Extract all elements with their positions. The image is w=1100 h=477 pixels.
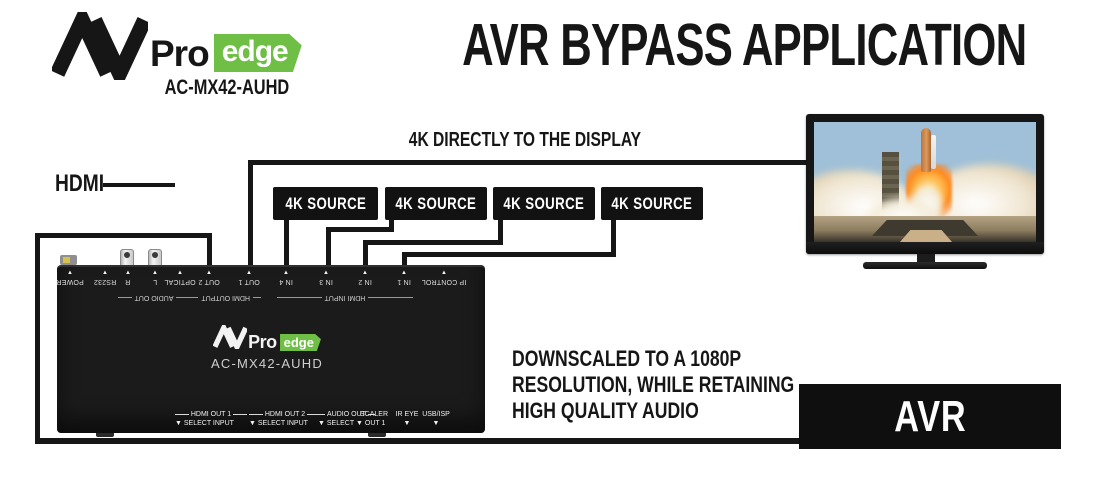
brand-model-number: AC-MX42-AUHD <box>164 76 290 99</box>
device-logo-mark-icon <box>212 321 249 354</box>
front-group-hdmi-out2: HDMI OUT 2 ▼ SELECT INPUT <box>249 411 322 427</box>
wire-left-drop <box>35 233 40 444</box>
port-triangle-icon: ▲ <box>152 270 158 276</box>
port-optical: ▲OPTICAL <box>164 270 196 285</box>
avpro-logo-mark-icon <box>52 12 148 80</box>
matrix-switcher-device: ▲POWER ▲RS232 ▲R ▲L ▲OPTICAL ▲OUT 2 ▲OUT… <box>56 265 485 433</box>
front-group-audio-out: AUDIO OUT ▼ SELECT <box>318 411 375 427</box>
device-logo-edge-badge: edge <box>279 334 321 351</box>
wire-source2-run <box>326 227 394 232</box>
port-power: ▲POWER <box>56 270 84 285</box>
wire-source3-drop <box>498 219 503 245</box>
port-audio-l: ▲L <box>152 270 158 285</box>
device-foot <box>368 433 386 437</box>
port-triangle-icon: ▲ <box>125 270 131 276</box>
tv-display <box>806 114 1044 254</box>
launch-ramp <box>900 230 952 242</box>
hdmi-legend-label: HDMI <box>55 170 105 197</box>
tv-stand-neck <box>917 254 935 263</box>
port-triangle-icon: ▲ <box>401 270 407 276</box>
source-box-3: 4K SOURCE <box>493 187 595 220</box>
brand-edge-badge: edge <box>213 34 302 72</box>
port-triangle-icon: ▲ <box>206 270 212 276</box>
port-audio-r: ▲R <box>125 270 131 285</box>
port-triangle-icon: ▲ <box>246 270 252 276</box>
rca-jack-left <box>148 249 162 266</box>
tv-bottom-bezel <box>806 242 1044 254</box>
port-hdmi-in4: ▲IN 4 <box>279 270 293 285</box>
avr-box: AVR <box>799 384 1061 449</box>
wire-out1-to-tv <box>248 160 810 165</box>
port-triangle-icon: ▲ <box>283 270 289 276</box>
wire-source2-drop <box>389 219 394 232</box>
wire-out1-riser <box>248 160 253 267</box>
launch-pad <box>872 220 978 236</box>
page-title: AVR BYPASS APPLICATION <box>462 12 1027 78</box>
port-hdmi-out2: ▲OUT 2 <box>198 270 220 285</box>
source-box-4: 4K SOURCE <box>601 187 703 220</box>
rear-group-audio-out: AUDIO OUT <box>117 294 190 301</box>
hdmi-legend-line <box>103 183 175 187</box>
port-hdmi-in1: ▲IN 1 <box>397 270 411 285</box>
rear-group-hdmi-input: HDMI INPUT <box>277 294 413 301</box>
source-box-2: 4K SOURCE <box>385 187 487 220</box>
front-group-ir-eye: IR EYE ▼ <box>395 411 419 427</box>
device-model-number: AC-MX42-AUHD <box>211 356 323 371</box>
port-hdmi-out1: ▲OUT 1 <box>238 270 260 285</box>
wire-source1-to-in4 <box>284 219 289 267</box>
power-plug <box>60 255 77 265</box>
port-triangle-icon: ▲ <box>323 270 329 276</box>
brand-logo: Pro edge AC-MX42-AUHD <box>52 12 342 100</box>
front-group-scaler: SCALER ▼ OUT 1 <box>356 411 388 427</box>
brand-pro-text: Pro <box>150 33 210 74</box>
port-triangle-icon: ▲ <box>67 270 73 276</box>
note-4k-to-display: 4K DIRECTLY TO THE DISPLAY <box>408 129 642 151</box>
front-group-usb-isp: USB/ISP ▼ <box>422 411 450 427</box>
port-triangle-icon: ▲ <box>362 270 368 276</box>
wire-bottom-to-avr <box>35 438 799 444</box>
device-logo-pro-text: Pro <box>248 332 277 352</box>
port-rs232: ▲RS232 <box>93 270 117 285</box>
tv-stand-base <box>863 262 987 269</box>
wire-source4-drop <box>611 219 616 257</box>
wire-source3-run <box>363 240 503 245</box>
port-hdmi-in3: ▲IN 3 <box>319 270 333 285</box>
rear-group-hdmi-output: HDMI OUTPUT <box>190 294 261 301</box>
wire-source4-to-in1 <box>402 252 407 267</box>
wire-source2-to-in3 <box>326 227 331 267</box>
launch-tower <box>882 152 899 210</box>
port-triangle-icon: ▲ <box>177 270 183 276</box>
port-triangle-icon: ▲ <box>102 270 108 276</box>
rca-jack-right <box>120 249 134 266</box>
shuttle-fuel-tank <box>921 128 931 172</box>
wire-source3-to-in2 <box>363 240 368 267</box>
port-ip-control: ▲IP CONTROL <box>421 270 467 285</box>
source-box-1: 4K SOURCE <box>273 187 378 220</box>
wire-out2-run-left <box>35 233 212 238</box>
tv-screen-shuttle-launch-image <box>814 122 1036 242</box>
shuttle-orbiter <box>931 135 936 169</box>
device-logo: Pro edge AC-MX42-AUHD <box>211 321 323 371</box>
wire-out2-riser <box>207 233 212 267</box>
port-hdmi-in2: ▲IN 2 <box>358 270 372 285</box>
front-group-hdmi-out1: HDMI OUT 1 ▼ SELECT INPUT <box>175 411 248 427</box>
port-triangle-icon: ▲ <box>441 270 447 276</box>
wire-source4-run <box>402 252 616 257</box>
device-foot <box>96 433 114 437</box>
note-downscaled-audio: DOWNSCALED TO A 1080P RESOLUTION, WHILE … <box>512 346 795 423</box>
